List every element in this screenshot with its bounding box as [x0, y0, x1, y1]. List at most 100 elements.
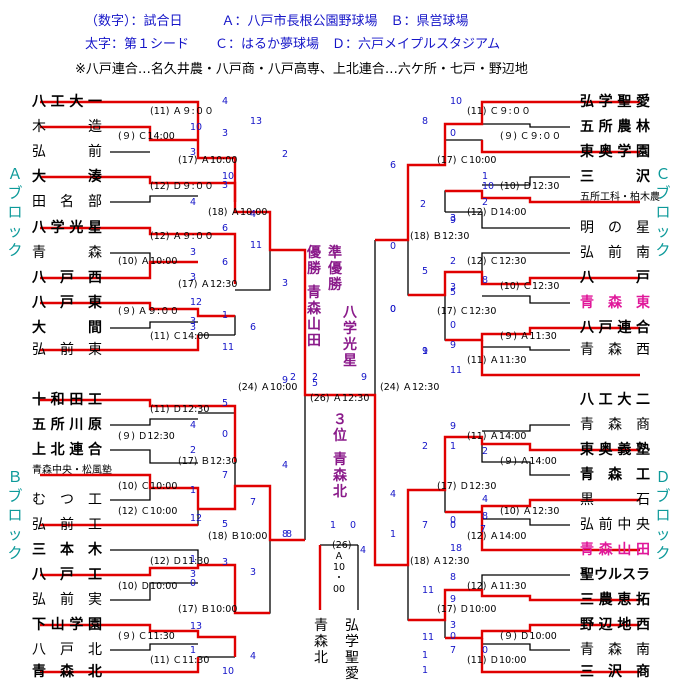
score-left-8: 3 — [222, 180, 229, 191]
score-left-26: 4 — [282, 460, 289, 471]
score-right-16: 0 — [390, 304, 397, 315]
score-right-38: 9 — [450, 594, 457, 605]
score-left-2: 3 — [222, 128, 229, 139]
team-right-2: 東奥学園 — [580, 144, 650, 160]
score-left-31: 8 — [282, 529, 289, 540]
match-label-right-13: (17) Ｄ12:30 — [437, 481, 497, 492]
score-left-14: 6 — [222, 257, 229, 268]
match-label-right-7: (10) Ｃ12:30 — [500, 281, 560, 292]
score-left-23: 4 — [190, 420, 197, 431]
score-left-5: 10 — [222, 171, 235, 182]
score-left-34: 3 — [222, 557, 229, 568]
team-left-4: 田名部 — [32, 194, 102, 210]
score-right-13: 5 — [422, 266, 429, 277]
match-label-right-12: (９) Ａ14:00 — [500, 456, 557, 467]
score-left-17: 3 — [190, 316, 197, 327]
match-label-right-9: (９) Ａ11:30 — [500, 331, 557, 342]
match-label-left-14: (12) Ｃ10:00 — [118, 506, 178, 517]
match-label-right-0: (11) Ｃ９:００ — [467, 106, 531, 117]
score-right-5: 1 — [482, 171, 489, 182]
match-label-left-9: (11) Ｃ14:00 — [150, 331, 210, 342]
team-left-18: 八戸工 — [32, 567, 102, 583]
team-right-21: 青森南 — [580, 642, 650, 658]
score-right-30: 8 — [482, 511, 489, 522]
block-a-label: Ａブロック — [7, 165, 23, 259]
team-left-13: 上北連合 — [32, 442, 102, 458]
score-left-15: 3 — [282, 278, 289, 289]
score-right-2: 8 — [422, 116, 429, 127]
match-label-right-16: (18) Ａ12:30 — [410, 556, 470, 567]
score-right-17: 5 — [450, 287, 457, 298]
team-right-19: 三農恵拓 — [580, 592, 650, 608]
score-right-9: 3 — [450, 213, 457, 224]
match-label-right-15: (12) Ａ14:00 — [467, 531, 527, 542]
score-right-19: 0 — [450, 320, 457, 331]
score-left-16: 12 — [190, 297, 203, 308]
score-right-25: 2 — [482, 446, 489, 457]
score-right-22: 11 — [450, 365, 463, 376]
team-right-4: 五所工科・柏木農 — [580, 192, 660, 203]
score-left-1: 10 — [190, 122, 203, 133]
score-right-6: 10 — [482, 181, 495, 192]
legend-line-1: （数字）：試合日 Ａ：八戸市長根公園野球場 Ｂ：県営球場 — [85, 14, 469, 29]
score-right-21: 1 — [422, 346, 429, 357]
score-left-6: 4 — [190, 197, 197, 208]
score-left-22: 5 — [222, 398, 229, 409]
team-left-15: むつ工 — [32, 492, 102, 508]
match-label-left-10: (11) Ｄ12:30 — [150, 404, 210, 415]
team-right-13: 東奥義塾 — [580, 442, 650, 458]
score-right-33: 1 — [390, 529, 397, 540]
score-right-41: 0 — [482, 645, 489, 656]
semi-left-label: (24) Ａ10:00 — [238, 382, 298, 393]
score-left-24: 0 — [222, 429, 229, 440]
team-right-5: 明の星 — [580, 220, 650, 236]
match-label-left-20: (11) Ｃ11:30 — [150, 655, 210, 666]
score-left-21: 11 — [222, 342, 235, 353]
score-right-4: 0 — [390, 304, 397, 315]
team-left-9: 大 間 — [32, 320, 102, 336]
score-right-32: 7 — [480, 524, 487, 535]
score-left-20: 6 — [250, 322, 257, 333]
score-left-37: 3 — [250, 567, 257, 578]
score-left-41: 10 — [222, 666, 235, 677]
team-left-11: 十和田工 — [32, 392, 102, 408]
team-right-22: 三沢商 — [580, 664, 650, 680]
score-right-46: 4 — [360, 545, 367, 556]
score-left-47: 9 — [361, 372, 368, 383]
score-left-18: 1 — [222, 310, 229, 321]
match-label-left-0: (11) Ａ９:００ — [150, 106, 214, 117]
score-right-3: 6 — [390, 160, 397, 171]
third-match-label: (26) Ａ 10 ・ 00 — [332, 540, 352, 595]
match-label-right-6: (12) Ｃ12:30 — [467, 256, 527, 267]
score-left-12: 11 — [250, 240, 263, 251]
score-left-13: 3 — [190, 272, 197, 283]
match-label-right-1: (９) Ｃ９:００ — [500, 131, 562, 142]
score-right-39: 3 — [450, 620, 457, 631]
team-right-16: 弘前中央 — [580, 517, 650, 533]
score-right-37: 11 — [422, 585, 435, 596]
third-label: ３位 — [333, 412, 347, 444]
score-left-11: 3 — [190, 247, 197, 258]
score-right-15: 3 — [450, 282, 457, 293]
team-left-6: 青 森 — [32, 245, 102, 261]
score-left-28: 1 — [190, 485, 197, 496]
score-right-36: 8 — [450, 572, 457, 583]
team-right-7: 八 戸 — [580, 270, 650, 286]
team-right-11: 八工大二 — [580, 392, 650, 408]
score-left-9: 4 — [250, 209, 257, 220]
team-left-12: 五所川原 — [32, 417, 102, 433]
match-label-right-11: (11) Ａ14:00 — [467, 431, 527, 442]
match-label-right-5: (18) Ｂ12:30 — [410, 231, 470, 242]
score-left-36: 0 — [190, 578, 197, 589]
score-left-38: 13 — [190, 621, 203, 632]
team-left-20: 下山学園 — [32, 617, 102, 633]
match-label-right-2: (17) Ｃ10:00 — [437, 155, 497, 166]
match-label-right-18: (17) Ｄ10:00 — [437, 604, 497, 615]
match-label-left-8: (９) Ａ９:００ — [118, 306, 180, 317]
team-left-5: 八学光星 — [32, 220, 102, 236]
score-right-8: 2 — [420, 199, 427, 210]
match-label-right-4: (12) Ｄ14:00 — [467, 207, 527, 218]
team-left-1: 木 造 — [32, 119, 102, 135]
score-left-46: 5 — [312, 378, 319, 389]
champion-team: 青森山田 — [307, 285, 321, 349]
